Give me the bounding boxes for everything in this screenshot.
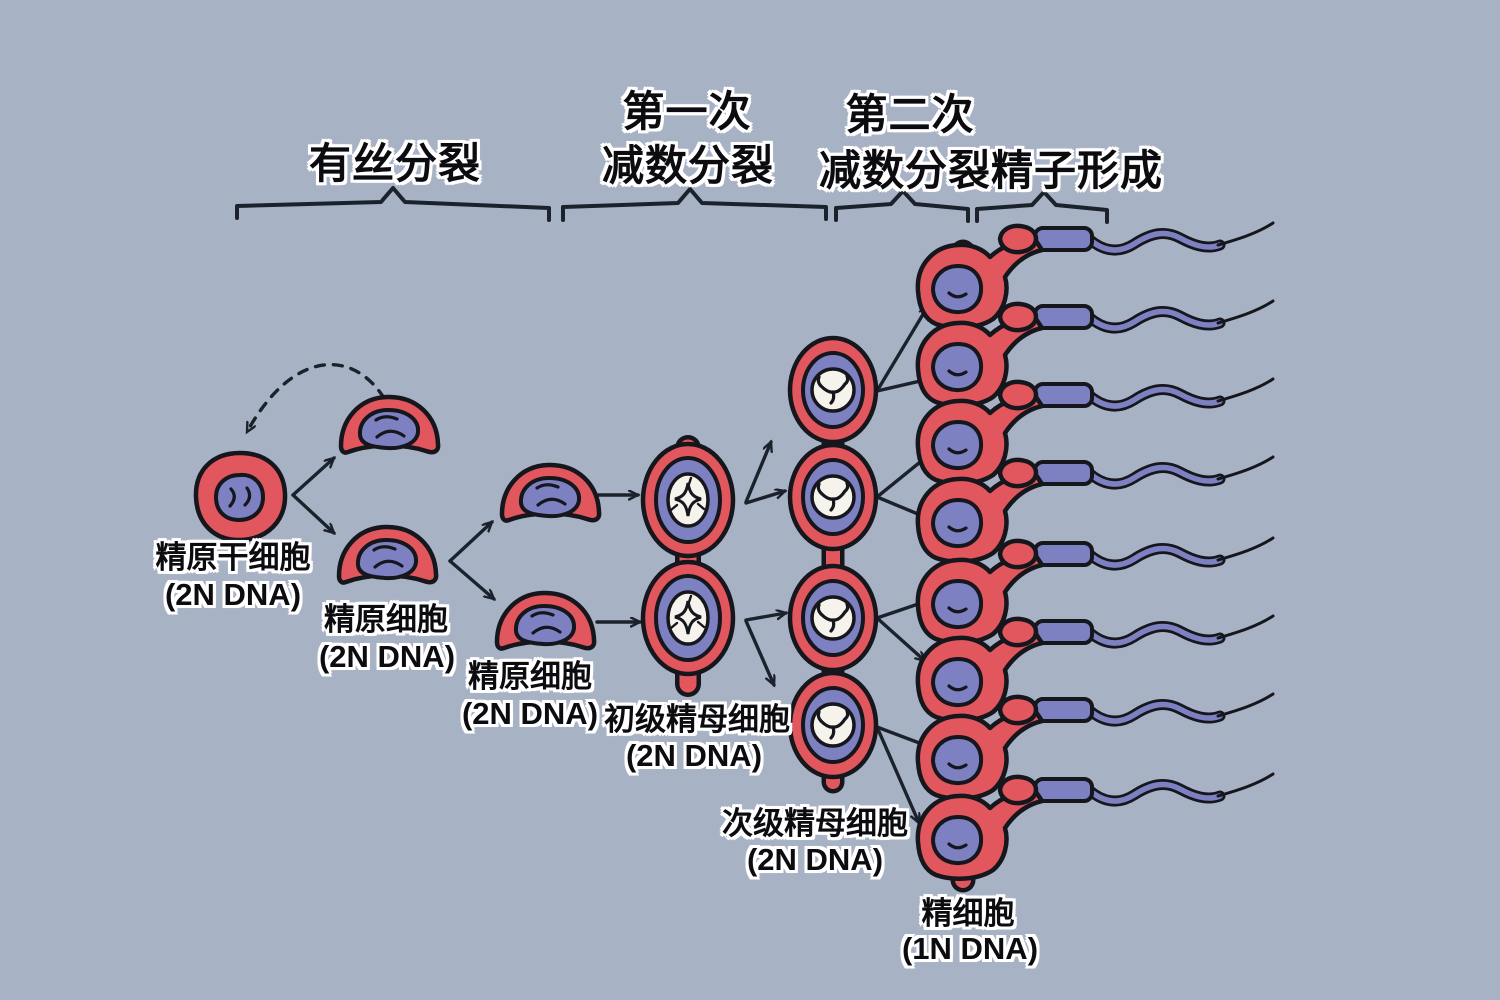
label-spermatogonium-b-dna: (2N DNA) bbox=[461, 696, 599, 731]
arrow-meiosis1-2a bbox=[744, 613, 786, 622]
arrow-meiosis1-2b bbox=[744, 619, 774, 685]
spermatogonium-cell bbox=[502, 465, 599, 521]
label-stem-cell-name: 精原干细胞 bbox=[155, 540, 311, 575]
brace-meiosis1 bbox=[561, 187, 828, 222]
brace-meiosis2 bbox=[834, 189, 970, 223]
secondary-spermatocyte bbox=[790, 673, 876, 777]
self-renewal-dashed-arrow bbox=[245, 363, 386, 432]
arrow-meiosis2-4b bbox=[875, 725, 919, 823]
stage-header-meiosis2-line2: 减数分裂精子形成 bbox=[818, 147, 1164, 194]
primary-spermatocyte bbox=[643, 444, 733, 556]
arrow-stem-to-upper bbox=[291, 458, 334, 497]
brace-sperm-formation bbox=[975, 190, 1109, 224]
spermatid-and-sperm-column bbox=[918, 223, 1273, 893]
spermatogonium-cell bbox=[497, 593, 594, 649]
label-primary-spermatocyte-name: 初级精母细胞 bbox=[604, 702, 790, 737]
arrow-gonium-branch-down bbox=[448, 559, 494, 599]
primary-spermatocyte bbox=[643, 562, 733, 674]
label-primary-spermatocyte-dna: (2N DNA) bbox=[625, 738, 763, 773]
arrow-meiosis2-1a bbox=[875, 306, 930, 393]
stage-header-mitosis: 有丝分裂 bbox=[308, 140, 482, 187]
secondary-spermatocyte bbox=[790, 566, 876, 670]
secondary-spermatocyte-column bbox=[790, 338, 876, 794]
label-secondary-spermatocyte-name: 次级精母细胞 bbox=[722, 806, 908, 841]
stage-header-meiosis1-line1: 第一次 bbox=[622, 88, 752, 135]
secondary-spermatocyte bbox=[790, 338, 876, 442]
arrow-gonium-branch-up bbox=[448, 522, 492, 563]
label-spermatogonium-a-dna: (2N DNA) bbox=[318, 639, 456, 674]
label-stem-cell-dna: (2N DNA) bbox=[164, 577, 302, 612]
primary-spermatocyte-pair bbox=[643, 435, 733, 697]
arrow-stem-to-lower bbox=[291, 493, 334, 533]
spermatid-with-sperm bbox=[918, 223, 1273, 328]
label-spermatogonium-b-name: 精原细胞 bbox=[468, 659, 592, 694]
stage-braces bbox=[235, 186, 1109, 224]
secondary-spermatocyte bbox=[790, 445, 876, 549]
brace-mitosis bbox=[235, 186, 551, 222]
spermatogonium-cell bbox=[339, 527, 436, 583]
label-spermatogonium-a-name: 精原细胞 bbox=[324, 602, 448, 637]
stem-cell bbox=[193, 450, 288, 543]
stage-header-meiosis1-line2: 减数分裂 bbox=[601, 142, 775, 189]
spermatogonium-cell bbox=[341, 397, 438, 453]
arrow-meiosis1-1b bbox=[744, 491, 785, 505]
label-spermatid-name: 精细胞 bbox=[921, 896, 1015, 931]
label-secondary-spermatocyte-dna: (2N DNA) bbox=[746, 842, 884, 877]
label-spermatid-dna: (1N DNA) bbox=[901, 931, 1039, 966]
arrow-meiosis2-3b bbox=[875, 616, 925, 661]
stage-header-meiosis2-line1: 第二次 bbox=[845, 91, 975, 138]
arrow-meiosis1-1a bbox=[744, 442, 771, 504]
